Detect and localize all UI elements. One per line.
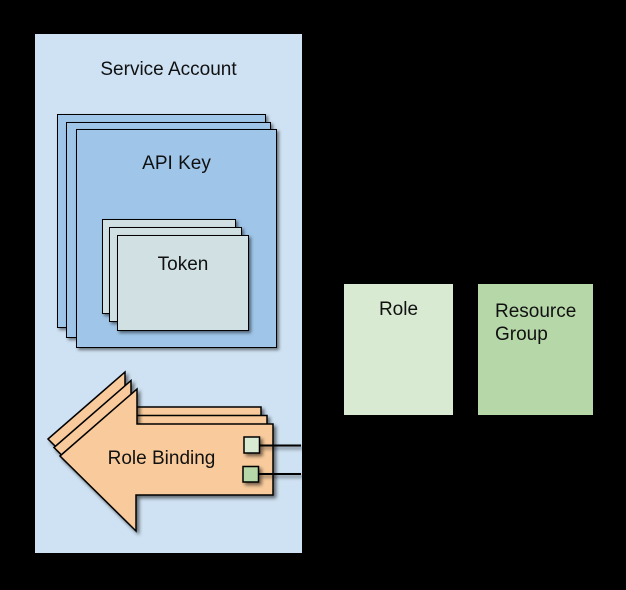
service-account-label: Service Account xyxy=(100,59,237,80)
resource-group-label: Resource Group xyxy=(495,301,577,345)
api-key-label: API Key xyxy=(142,153,211,174)
role-binding-arrow-front xyxy=(58,387,274,533)
token-card-front: Token xyxy=(117,235,249,331)
role-box: Role xyxy=(344,284,453,415)
resource-group-chip-square xyxy=(242,465,260,483)
resource-group-box: Resource Group xyxy=(478,284,593,415)
token-label: Token xyxy=(157,254,209,275)
role-binding-label: Role Binding xyxy=(107,448,216,469)
role-label: Role xyxy=(378,299,419,320)
role-chip-square xyxy=(243,436,261,454)
